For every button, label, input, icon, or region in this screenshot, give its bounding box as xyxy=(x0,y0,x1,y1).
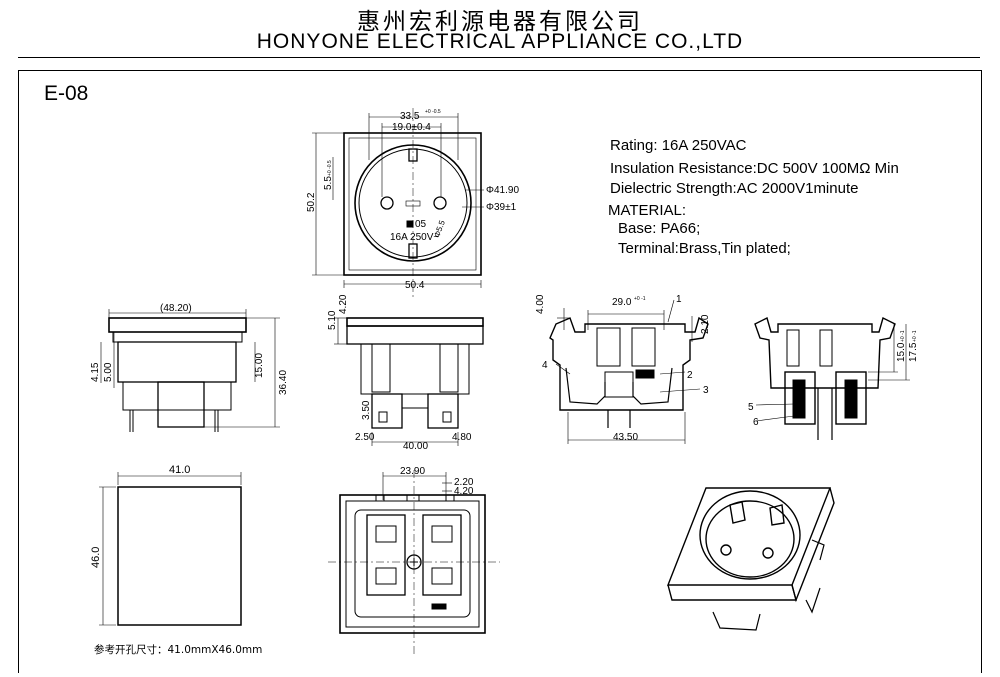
spec-base: Base: PA66; xyxy=(618,220,701,237)
side-mid-dim-b: 4.20 xyxy=(338,294,349,314)
front-marking-code: 05 xyxy=(415,219,427,230)
section-dim-top-tol: +0 -1 xyxy=(634,296,646,302)
section-dim-bottom: 43.50 xyxy=(613,432,638,443)
cutout-reference-note: 参考开孔尺寸：41.0mmX46.0mm xyxy=(94,644,263,656)
section-right-dim-a: 15.0 xyxy=(896,342,907,362)
front-view xyxy=(312,108,484,298)
company-name-chinese: 惠州宏利源电器有限公司 xyxy=(357,9,643,35)
front-dim-top-tol: +0 -0.5 xyxy=(425,109,441,115)
rear-dim-c: 4.20 xyxy=(454,486,474,497)
spec-rating: Rating: 16A 250VAC xyxy=(610,137,747,154)
section-right-dim-b: 17.5 xyxy=(908,342,919,362)
section-label-3: 3 xyxy=(703,385,709,396)
cutout-view xyxy=(99,472,242,626)
front-dim-top: 33.5 xyxy=(400,111,420,122)
side-mid-dim-c: 3.50 xyxy=(361,400,372,420)
company-name-english: HONYONE ELECTRICAL APPLIANCE CO.,LTD xyxy=(256,30,744,53)
side-view-middle xyxy=(334,317,484,446)
section-view-right xyxy=(754,316,910,440)
front-dim-width: 50.4 xyxy=(405,280,425,291)
isometric-view xyxy=(666,487,835,631)
section-dim-top: 29.0 xyxy=(612,297,632,308)
model-number: E-08 xyxy=(44,82,89,105)
section-right-dim-a-tol: +0 -1 xyxy=(900,330,906,342)
side-mid-dim-f: 4.80 xyxy=(452,432,472,443)
section-label-1: 1 xyxy=(676,294,682,305)
section-label-2: 2 xyxy=(687,370,693,381)
front-marking: 16A 250V~ xyxy=(390,232,439,243)
side-left-dim-a: 4.15 xyxy=(90,362,101,382)
spec-terminal: Terminal:Brass,Tin plated; xyxy=(618,240,791,257)
header-rule xyxy=(18,57,980,58)
cutout-dim-width: 41.0 xyxy=(169,464,190,476)
front-dim-inner: 19.0±0.4 xyxy=(392,122,431,133)
side-mid-dim-d: 2.50 xyxy=(355,432,375,443)
spec-material-title: MATERIAL: xyxy=(608,202,687,219)
side-left-dim-c: 15.00 xyxy=(254,353,265,378)
front-dim-outer-dia: Φ41.90 xyxy=(486,185,519,196)
side-left-dim-b: 5.00 xyxy=(103,362,114,382)
spec-dielectric: Dielectric Strength:AC 2000V1minute xyxy=(610,180,859,197)
section-dim-left: 4.00 xyxy=(535,294,546,314)
drawing-frame xyxy=(18,70,982,673)
section-right-label-5: 5 xyxy=(748,402,754,413)
side-left-dim-d: 36.40 xyxy=(278,370,289,395)
rear-view xyxy=(328,470,500,655)
section-dim-right: 2.10 xyxy=(700,314,711,334)
spec-insulation: Insulation Resistance:DC 500V 100MΩ Min xyxy=(610,160,899,177)
cutout-dim-height: 46.0 xyxy=(90,547,102,568)
front-dim-inner-dia: Φ39±1 xyxy=(486,202,517,213)
side-left-dim-top: (48.20) xyxy=(160,303,192,314)
side-mid-dim-a-text: 5.10 xyxy=(327,310,338,330)
front-dim-left-tol: +0 -0.5 xyxy=(327,160,333,176)
rear-dim-b: 2.20 xyxy=(454,477,474,488)
rear-dim-a: 23.90 xyxy=(400,466,425,477)
section-right-label-6: 6 xyxy=(753,417,759,428)
front-dim-pin: Φ5.5 xyxy=(432,219,447,239)
side-view-left xyxy=(100,309,280,432)
front-dim-left: 5.5 xyxy=(323,176,334,190)
front-dim-height: 50.2 xyxy=(306,192,317,212)
section-label-4: 4 xyxy=(542,360,548,371)
section-right-dim-b-tol: +0 -1 xyxy=(912,330,918,342)
side-mid-dim-e: 40.00 xyxy=(403,441,428,452)
section-view xyxy=(549,299,709,444)
